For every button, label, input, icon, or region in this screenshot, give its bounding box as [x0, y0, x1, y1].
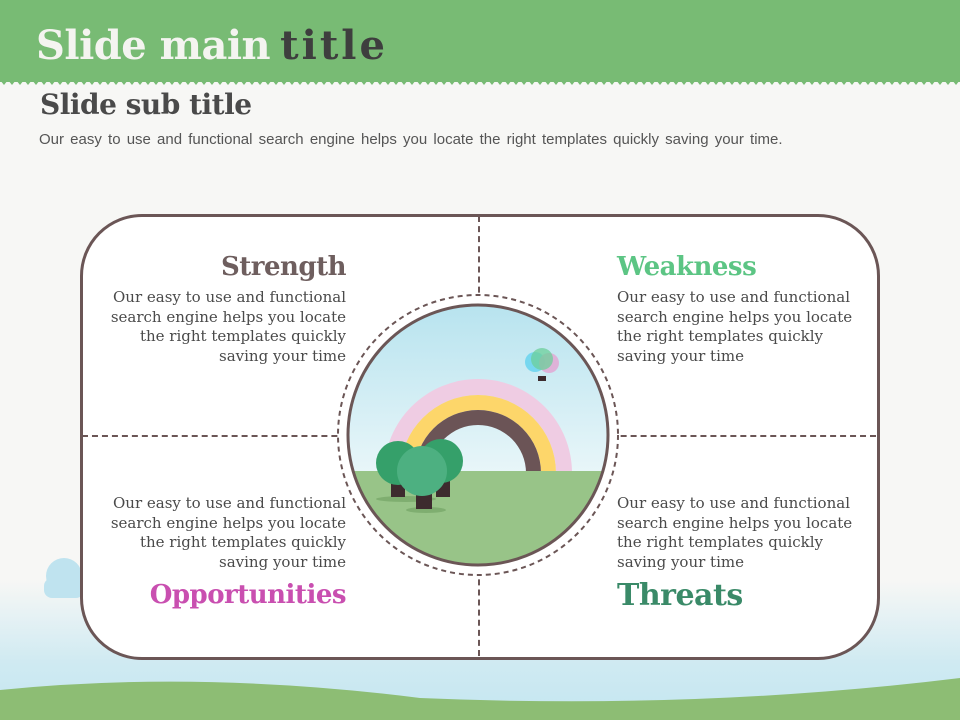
- strength-title: Strength: [220, 252, 347, 282]
- title-dark: title: [280, 22, 388, 69]
- banner-edge: [0, 80, 960, 85]
- weakness-text: Our easy to use and functional search en…: [617, 288, 853, 365]
- quadrant-weakness: Weakness Our easy to use and functional …: [617, 252, 857, 366]
- quadrant-strength: Strength Our easy to use and functional …: [106, 252, 347, 366]
- quadrant-opportunities: Our easy to use and functional search en…: [106, 494, 347, 610]
- rainbow-illustration: [337, 294, 619, 576]
- background-hill: [0, 678, 960, 720]
- title-banner: [0, 0, 960, 82]
- cloud-icon: [44, 558, 84, 598]
- strength-text: Our easy to use and functional search en…: [110, 288, 346, 365]
- opportunities-title: Opportunities: [149, 580, 347, 610]
- threats-text: Our easy to use and functional search en…: [617, 494, 853, 571]
- quadrant-threats: Our easy to use and functional search en…: [617, 494, 857, 613]
- weakness-title: Weakness: [617, 252, 757, 282]
- page-subtitle: Slide sub title: [40, 88, 252, 121]
- page-description: Our easy to use and functional search en…: [39, 131, 783, 148]
- opportunities-text: Our easy to use and functional search en…: [110, 494, 346, 571]
- threats-title: Threats: [617, 578, 743, 613]
- title-light: Slide main: [36, 22, 271, 69]
